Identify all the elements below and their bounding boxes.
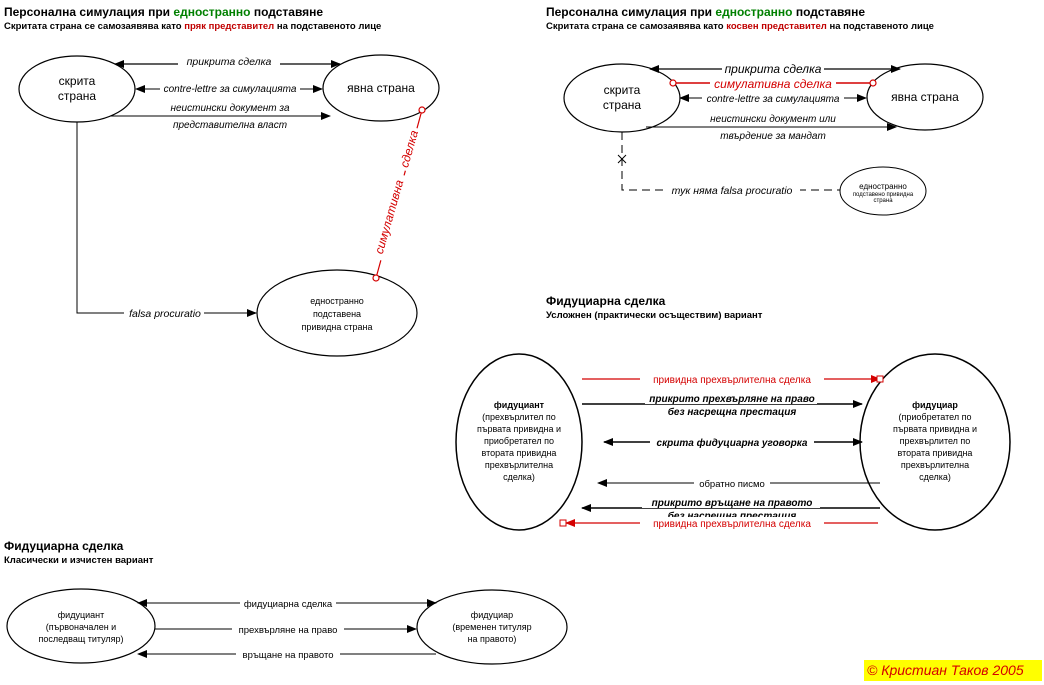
p3-right-line: (приобретател по [899, 412, 972, 422]
edge3-hidden-return-label-1: прикрито връщане на правото [652, 498, 813, 509]
node2-hidden-label-1: скрита [604, 83, 641, 97]
cross-mark-b [617, 154, 627, 164]
node3-fiduciant [455, 353, 583, 531]
edge2-hidden-deal-label: прикрита сделка [725, 62, 822, 76]
node-apparent-party [322, 54, 440, 122]
edge3-reverse-letter-label: обратно писмо [699, 479, 765, 490]
panel4-subtitle: Класически и изчистен вариант [4, 555, 154, 566]
edge2-fake-document-label-1: неистински документ или [710, 114, 836, 125]
p3-right-line: фидуциар [912, 400, 958, 410]
edge-hidden-deal-label: прикрита сделка [187, 56, 272, 68]
edge2-simulated-end-a [669, 79, 677, 87]
node-substitute-party [256, 269, 418, 357]
p3-left-line: прехвърлителна [485, 460, 553, 470]
edge-contre-lettre-label: contre-lettre за симулацията [164, 84, 297, 95]
copyright-notice: © Кристиан Таков 2005 [864, 660, 1042, 681]
edge2-contre-lettre-label: contre-lettre за симулацията [707, 94, 840, 105]
p3-left-line: (прехвърлител по [482, 412, 556, 422]
node2-substitute-label-3: страна [873, 198, 893, 204]
edge3-apparent-deal-2-label: привидна прехвърлителна сделка [653, 519, 811, 530]
panel2-subtitle: Скритата страна се самозаявява като косв… [546, 21, 934, 32]
panel4-title: Фидуциарна сделка [4, 539, 124, 553]
edge2-simulated-deal-label: симулативна сделка [714, 77, 832, 91]
edge-falsa-procuratio-label: falsa procuratio [129, 308, 201, 320]
p3-right-line: прехвърлител по [900, 436, 971, 446]
node-substitute-label-2: подставена [313, 309, 361, 319]
node4-fiduciant-label-3: последващ титуляр) [38, 634, 123, 644]
edge-simulated-deal-label-group: симулативна [370, 172, 409, 262]
p3-left-line: сделка) [503, 472, 535, 482]
node4-fiduciary-label-2: (временен титуляр [452, 622, 531, 632]
edge-falsa-procuratio [76, 122, 257, 317]
node4-fiduciary-label-3: на правото) [468, 634, 517, 644]
node-hidden-label-1: скрита [59, 74, 96, 88]
edge-simulated-deal-end-a [418, 106, 426, 114]
panel-4: Фидуциарна сделка Класически и изчистен … [4, 539, 568, 665]
node-hidden-label-2: страна [58, 89, 96, 103]
node2-apparent-label: явна страна [891, 90, 959, 104]
edge3-hidden-transfer-label-1: прикрито прехвърляне на право [649, 394, 814, 405]
edge2-fake-document-label-2: твърдение за мандат [720, 131, 826, 142]
edge4-fiduciary-deal-label: фидуциарна сделка [244, 599, 333, 610]
panel-1: Персонална симулация при едностранно под… [4, 5, 440, 357]
node2-substitute-label-1: едностранно [859, 182, 907, 191]
panel1-subtitle: Скритата страна се самозаявява като пряк… [4, 21, 381, 32]
node4-fiduciant-label-2: (първоначален и [46, 622, 116, 632]
node2-substitute-party [839, 166, 927, 216]
node4-fiduciant [6, 588, 156, 664]
edge-simulated-deal-label2-group: сделка [396, 125, 422, 172]
edge-simulated-deal-label-2: сделка [397, 128, 421, 169]
edge2-no-falsa-label: тук няма falsa procuratio [672, 185, 793, 197]
panel-3: Фидуциарна сделка Усложнен (практически … [455, 294, 1011, 531]
p3-left-line: фидуциант [494, 400, 545, 410]
p3-right-line: втората привидна [898, 448, 973, 458]
p3-left-line: приобретател по [484, 436, 554, 446]
node-apparent-label: явна страна [347, 81, 415, 95]
edge2-simulated-end-b [869, 79, 877, 87]
edge4-transfer-label: прехвърляне на право [239, 625, 338, 636]
edge3-apparent-deal-1-label: привидна прехвърлителна сделка [653, 375, 811, 386]
node-substitute-label-3: привидна страна [301, 322, 372, 332]
edge-fake-document-label-1: неистински документ за [170, 103, 289, 114]
node2-hidden-label-2: страна [603, 98, 641, 112]
panel1-title: Персонална симулация при едностранно под… [4, 5, 323, 19]
edge2-no-falsa [621, 132, 840, 191]
panel3-title: Фидуциарна сделка [546, 294, 666, 308]
node4-fiduciary [416, 589, 568, 665]
p3-left-line: първата привидна и [477, 424, 561, 434]
edge3-hidden-transfer-label-2: без насрещна престация [668, 406, 797, 418]
edge3-fiduciary-agreement-label: скрита фидуциарна уговорка [657, 437, 808, 449]
edge3-apparent-deal-2-end [559, 519, 567, 527]
edge-simulated-deal-end-b [372, 274, 380, 282]
node4-fiduciary-label-1: фидуциар [471, 610, 513, 620]
p3-left-line: втората привидна [482, 448, 557, 458]
panel3-subtitle: Усложнен (практически осъществим) вариан… [546, 310, 763, 321]
p3-right-line: прехвърлителна [901, 460, 969, 470]
edge4-return-label: връщане на правото [243, 650, 334, 661]
edge-simulated-deal-label: симулативна [372, 178, 407, 256]
node2-apparent-party [866, 63, 984, 131]
panel2-title: Персонална симулация при едностранно под… [546, 5, 865, 19]
node3-fiduciary-text: фидуциар (приобретател по първата привидна… [893, 400, 977, 482]
panel-2: Персонална симулация при едностранно под… [546, 5, 984, 216]
node2-substitute-label-2: подставено привидна [853, 192, 914, 198]
p3-right-line: първата привидна и [893, 424, 977, 434]
edge-fake-document-label-2: представителна власт [173, 120, 287, 131]
node4-fiduciant-label-1: фидуциант [58, 610, 104, 620]
p3-right-line: сделка) [919, 472, 951, 482]
node3-fiduciant-text: фидуциант (прехвърлител по първата привидн… [477, 400, 561, 482]
node-substitute-label-1: едностранно [310, 296, 364, 306]
edge3-apparent-deal-1-end [876, 375, 884, 383]
